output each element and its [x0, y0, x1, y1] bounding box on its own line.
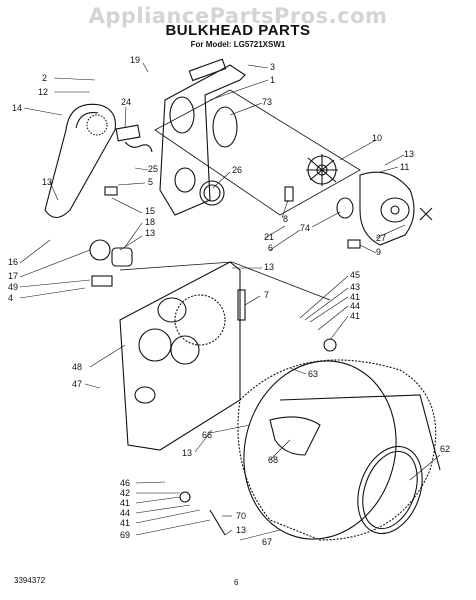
- callout: 67: [262, 537, 272, 547]
- callout: 46: [120, 478, 130, 488]
- footer-part-number: 3394372: [14, 576, 46, 585]
- star-27: [419, 207, 433, 221]
- model-line: For Model: LG5721XSW1: [190, 40, 286, 49]
- blower-housing: [359, 171, 415, 246]
- callout: 2: [42, 73, 47, 83]
- callout: 47: [72, 379, 82, 389]
- part-9: [347, 239, 361, 249]
- part-8: [284, 186, 294, 202]
- drum-seal: [357, 445, 423, 535]
- heater-element: [115, 124, 153, 153]
- callout: 25: [148, 164, 158, 174]
- callout: 41: [120, 518, 130, 528]
- callout: 66: [202, 430, 212, 440]
- callout: 44: [350, 301, 360, 311]
- callout: 10: [372, 133, 382, 143]
- callout: 43: [350, 282, 360, 292]
- callout: 74: [300, 223, 310, 233]
- callout: 11: [400, 162, 409, 172]
- callout: 5: [148, 177, 153, 187]
- callout: 62: [440, 444, 450, 454]
- rear-bulkhead: [119, 261, 241, 451]
- callout: 6: [268, 243, 273, 253]
- bracket-49: [91, 275, 113, 287]
- roller-41: [323, 338, 337, 352]
- callout: 27: [376, 233, 386, 243]
- callout: 26: [232, 165, 242, 175]
- callout: 21: [264, 232, 274, 242]
- callout: 45: [350, 270, 360, 280]
- callout: 17: [8, 271, 18, 281]
- callout: 14: [12, 103, 22, 113]
- callout: 13: [42, 177, 52, 187]
- callout: 13: [145, 228, 155, 238]
- part-15: [104, 186, 118, 196]
- callout: 70: [236, 511, 246, 521]
- callout: 15: [145, 206, 155, 216]
- callout: 12: [38, 87, 48, 97]
- callout: 42: [120, 488, 130, 498]
- watermark: AppliancePartsPros.com: [88, 4, 388, 28]
- callout: 4: [8, 293, 13, 303]
- callout: 9: [376, 247, 381, 257]
- callout: 24: [121, 97, 131, 107]
- spring-69: [209, 509, 226, 536]
- callout: 16: [8, 257, 18, 267]
- callout: 44: [120, 508, 130, 518]
- callout: 3: [270, 62, 275, 72]
- callout: 13: [182, 448, 192, 458]
- exhaust-duct: [44, 103, 116, 219]
- callout: 73: [262, 97, 272, 107]
- callout: 7: [264, 290, 269, 300]
- callout: 41: [350, 292, 360, 302]
- callout: 41: [350, 311, 360, 321]
- callout: 1: [270, 75, 275, 85]
- callout: 13: [264, 262, 274, 272]
- callout: 41: [120, 498, 130, 508]
- callout: 13: [236, 525, 246, 535]
- callout: 18: [145, 217, 155, 227]
- callout: 13: [404, 149, 414, 159]
- callout: 68: [268, 455, 278, 465]
- callout: 8: [283, 214, 288, 224]
- motor-16: [111, 247, 133, 267]
- callout-labels: 2 12 14 19 3 1 24 73 10 13 11 13 25 5 26…: [8, 55, 450, 547]
- callout: 63: [308, 369, 318, 379]
- blower-wheel: [306, 154, 338, 186]
- page-number: 6: [234, 578, 239, 587]
- roller-44: [179, 491, 191, 503]
- motor-17: [89, 239, 111, 261]
- bulkhead-upper: [159, 58, 246, 216]
- ring-26: [199, 180, 225, 206]
- callout: 69: [120, 530, 130, 540]
- page-title: BULKHEAD PARTS: [165, 22, 311, 39]
- ring-74: [336, 197, 354, 219]
- callout: 49: [8, 282, 18, 292]
- seal-ring: [212, 106, 238, 148]
- callout: 48: [72, 362, 82, 372]
- strip-7: [237, 289, 246, 321]
- drum: [237, 359, 441, 541]
- callout: 19: [130, 55, 140, 65]
